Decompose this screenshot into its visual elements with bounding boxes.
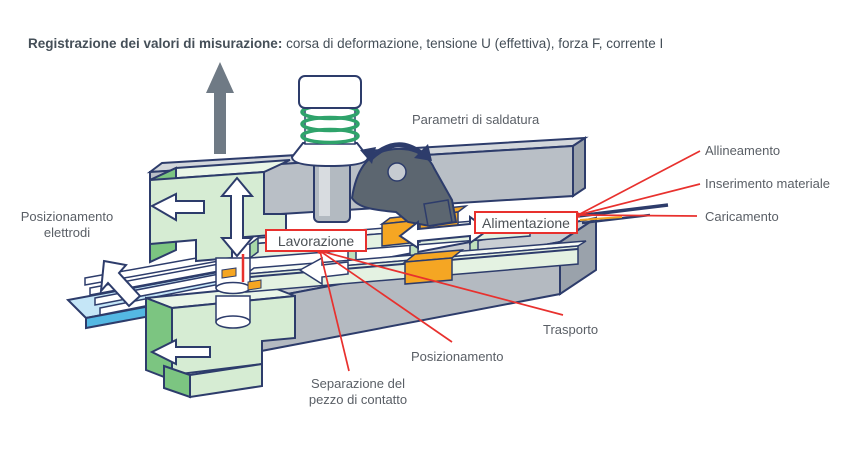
feed-arrow-icon [99,259,142,308]
label-caricamento: Caricamento [705,209,779,224]
up-arrow-icon [206,62,234,154]
label-trasporto: Trasporto [543,322,599,337]
rotation-arrow-icon [360,142,432,164]
label-posizionamento-elettrodi-line2: elettrodi [43,224,91,240]
upper-electrode-block [149,159,291,264]
label-allineamento: Allineamento [705,143,781,158]
label-inserimento-materiale: Inserimento materiale [705,176,830,191]
label-lavorazione-box: Lavorazione [265,229,367,252]
spring-unit [290,75,370,223]
title-rest: corsa di deformazione, tensione U (effet… [282,36,664,51]
label-posizionamento: Posizionamento [411,349,504,364]
label-separazione-line2: pezzo di contatto [308,391,408,407]
label-alimentazione-box: Alimentazione [474,211,578,234]
leader-lines [317,150,701,372]
title-bold: Registrazione dei valori di misurazione: [28,36,283,51]
vertical-double-arrow-icon [219,176,255,258]
left-arrow-icon [149,192,205,222]
label-posizionamento-elettrodi: Posizionamento elettrodi [6,209,128,240]
page-title: Registrazione dei valori di misurazione:… [28,36,808,51]
lower-electrode-cylinder [215,295,251,329]
left-arrow-icon [149,338,211,366]
label-separazione: Separazione del pezzo di contatto [272,376,444,407]
cam-lever [350,148,458,228]
label-posizionamento-elettrodi-line1: Posizionamento [20,209,114,224]
label-separazione-line1: Separazione del [311,376,405,391]
label-parametri-saldatura: Parametri di saldatura [412,112,540,127]
weld-point [221,254,262,291]
